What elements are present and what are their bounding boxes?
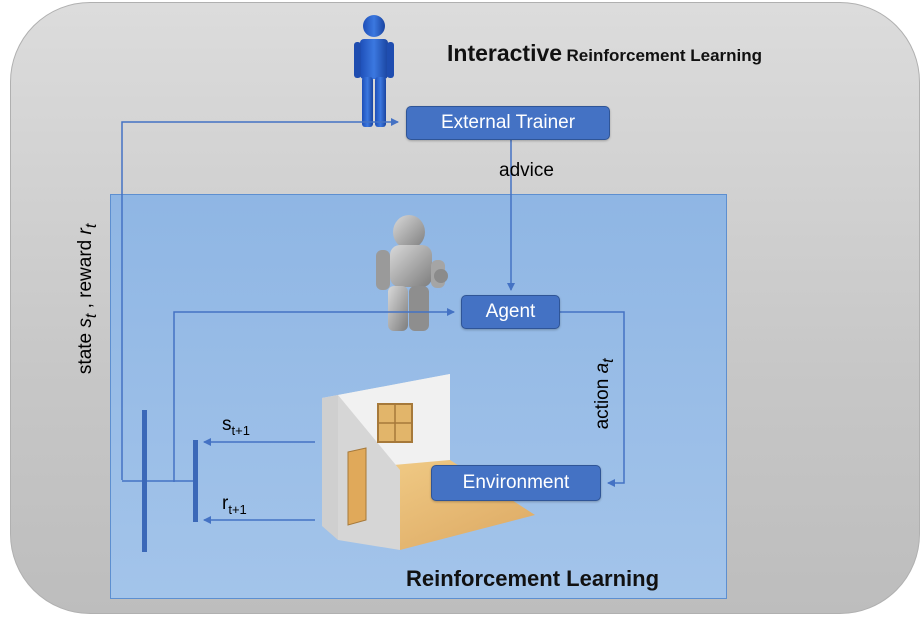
rl-title: Reinforcement Learning <box>406 566 660 591</box>
irl-title-rest: Reinforcement Learning <box>566 46 763 65</box>
action-label: action at <box>592 358 617 430</box>
advice-label: advice <box>499 160 554 181</box>
external-trainer-box[interactable]: External Trainer <box>406 106 610 140</box>
state-reward-label: state st , reward rt <box>75 223 100 375</box>
irl-title-bold: Interactive <box>447 40 563 66</box>
room-environment-icon <box>322 374 535 550</box>
environment-box[interactable]: Environment <box>431 465 601 501</box>
s-next-label: st+1 <box>222 414 250 438</box>
agent-box[interactable]: Agent <box>461 295 560 329</box>
delay-bar-left <box>142 410 147 552</box>
delay-bar-right <box>193 440 198 522</box>
irl-title: Interactive Reinforcement Learning <box>447 40 762 67</box>
robot-agent-icon <box>376 215 448 331</box>
human-trainer-icon <box>354 15 394 127</box>
r-next-label: rt+1 <box>222 493 247 517</box>
